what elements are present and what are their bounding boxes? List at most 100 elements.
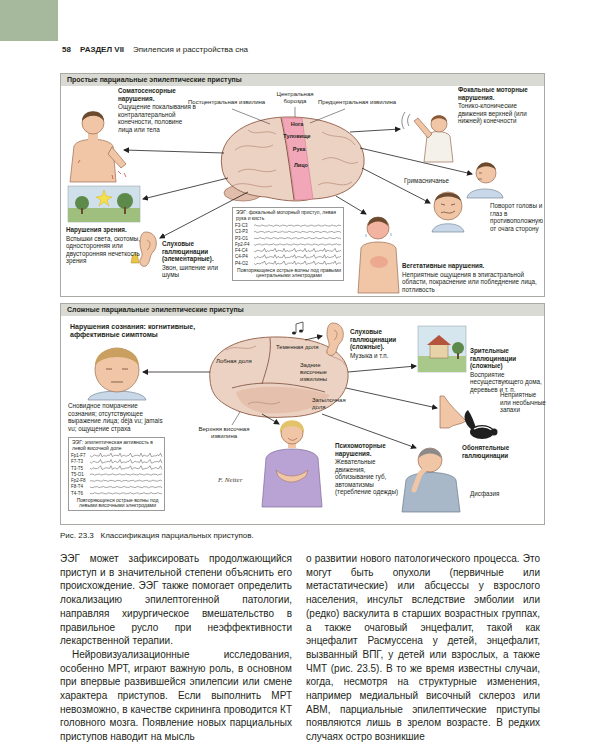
patient-figure	[276, 470, 308, 482]
body-text: Нейровизуализационные исследования, особ…	[60, 648, 292, 744]
symptom-heading: Фокальные моторные нарушения.	[458, 86, 544, 101]
patient-figure	[414, 118, 432, 138]
symptom-heading: Соматосенсорные нарушения.	[118, 87, 198, 102]
vision-scene	[427, 335, 451, 345]
arrow	[336, 196, 366, 214]
section-heading: Сложные парциальные эпилептические прист…	[61, 304, 544, 316]
channel-name: T4-T6	[71, 491, 83, 496]
arrow	[143, 372, 210, 373]
eeg-trace	[254, 231, 341, 233]
eeg-box: ЭЭГ: эпилептическая активность в левой в…	[68, 437, 165, 511]
symptom-text: Ощущение покалывания в контралатеральной…	[118, 103, 198, 133]
eeg-note: Повторяющиеся острые волны под левыми ви…	[72, 498, 163, 510]
channel-name: Fp2-F8	[71, 478, 86, 483]
patient-figure	[467, 189, 503, 198]
brain-label: Постцентральная извилина	[188, 99, 274, 106]
leader-line	[232, 412, 240, 425]
ear-icon	[140, 232, 157, 266]
face-figure	[435, 193, 461, 201]
music-notes	[292, 332, 296, 335]
skunk-icon	[470, 425, 494, 439]
face-figure	[432, 224, 464, 232]
patient-figure	[402, 448, 460, 512]
brain-label: Задние височные извилины	[300, 362, 342, 384]
patient-figure	[402, 112, 453, 162]
channel-name: F4-C4	[235, 248, 248, 253]
eeg-trace	[254, 225, 341, 227]
vision-scene	[75, 196, 89, 210]
body-part-label: Туловище	[277, 133, 317, 140]
brain-lateral	[262, 338, 270, 384]
brain-label: Центральная борозда	[272, 91, 318, 105]
patient-figure	[419, 448, 441, 458]
vision-scene	[68, 208, 140, 222]
channel-name: F3-C3	[235, 223, 248, 228]
arrow	[262, 414, 279, 424]
eeg-title: ЭЭГ: эпилептическая активность в левой в…	[72, 440, 163, 452]
patient-figure	[402, 112, 410, 129]
brain-label: Теменная доля	[276, 344, 322, 351]
face-figure	[441, 204, 455, 213]
arrow	[360, 148, 472, 174]
face-figure	[95, 348, 139, 392]
section-heading: Простые парциальные эпилептические прист…	[61, 74, 544, 86]
nose-icon	[440, 396, 466, 428]
symptom-heading: Психомоторные нарушения.	[335, 442, 403, 457]
ear-icon	[334, 330, 337, 340]
eeg-title: ЭЭГ: фокальный моторный приступ, левая р…	[236, 210, 342, 222]
body-part-label: Рука	[279, 146, 319, 153]
text-column: ЭЭГ может зафиксировать продолжающийся п…	[60, 552, 292, 744]
leader-line	[232, 107, 345, 124]
face-figure	[88, 348, 146, 400]
vision-scene	[68, 186, 140, 222]
leader-line	[232, 412, 240, 425]
face-figure	[95, 348, 139, 366]
eeg-trace	[90, 486, 162, 488]
vision-scene	[81, 208, 83, 214]
patient-figure	[82, 111, 104, 121]
channel-name: P3-O1	[235, 236, 248, 241]
figure-caption: Рис. 23.3 Классификация парциальных прис…	[60, 531, 540, 541]
ear-icon	[327, 323, 344, 355]
eeg-trace	[90, 453, 162, 457]
arrow	[346, 388, 437, 408]
patient-figure	[467, 163, 503, 199]
patient-figure	[431, 115, 447, 122]
patient-figure	[288, 438, 297, 440]
section-label: РАЗДЕЛ VII	[80, 45, 132, 55]
patient-figure	[358, 242, 399, 293]
face-figure	[106, 369, 128, 382]
body-part-label: Нога	[277, 121, 317, 128]
patient-figure	[418, 448, 442, 472]
symptom-text: Музыка и т.п.	[350, 352, 410, 360]
eeg-trace	[90, 466, 162, 470]
signature: F. Netter	[218, 476, 262, 484]
face-figure	[432, 192, 464, 232]
symptom-text: Дисфазия	[470, 490, 510, 498]
music-notes	[299, 330, 303, 333]
body-part-label: Лицо	[281, 162, 321, 169]
skunk-icon	[465, 410, 498, 439]
eeg-trace	[90, 480, 162, 482]
eeg-trace	[90, 493, 162, 495]
eeg-trace	[254, 255, 341, 259]
symptom-heading: Слуховые галлюцинации (элементарные).	[162, 240, 230, 263]
channel-name: Fp2-F4	[235, 242, 250, 247]
nose-icon	[440, 396, 466, 428]
eeg-trace	[254, 248, 341, 252]
music-notes	[296, 322, 303, 333]
vision-scene	[418, 326, 466, 372]
eeg-trace	[254, 237, 341, 239]
brain-lateral	[232, 383, 325, 392]
symptom-text: Тонико-клонические движения верхней (или…	[458, 102, 542, 125]
symptom-heading: Обонятельные галлюцинации	[462, 444, 545, 459]
brain-label: Предцентральная извилина	[318, 99, 404, 106]
symptom-text: Поворот головы и глаз в противоположную …	[490, 202, 544, 232]
skunk-icon	[474, 427, 492, 430]
page-number: 58	[62, 45, 80, 55]
vision-scene	[117, 193, 133, 209]
patient-figure	[262, 449, 322, 507]
channel-name: P4-O2	[235, 261, 248, 266]
text-column: о развитии нового патологического процес…	[306, 552, 540, 744]
